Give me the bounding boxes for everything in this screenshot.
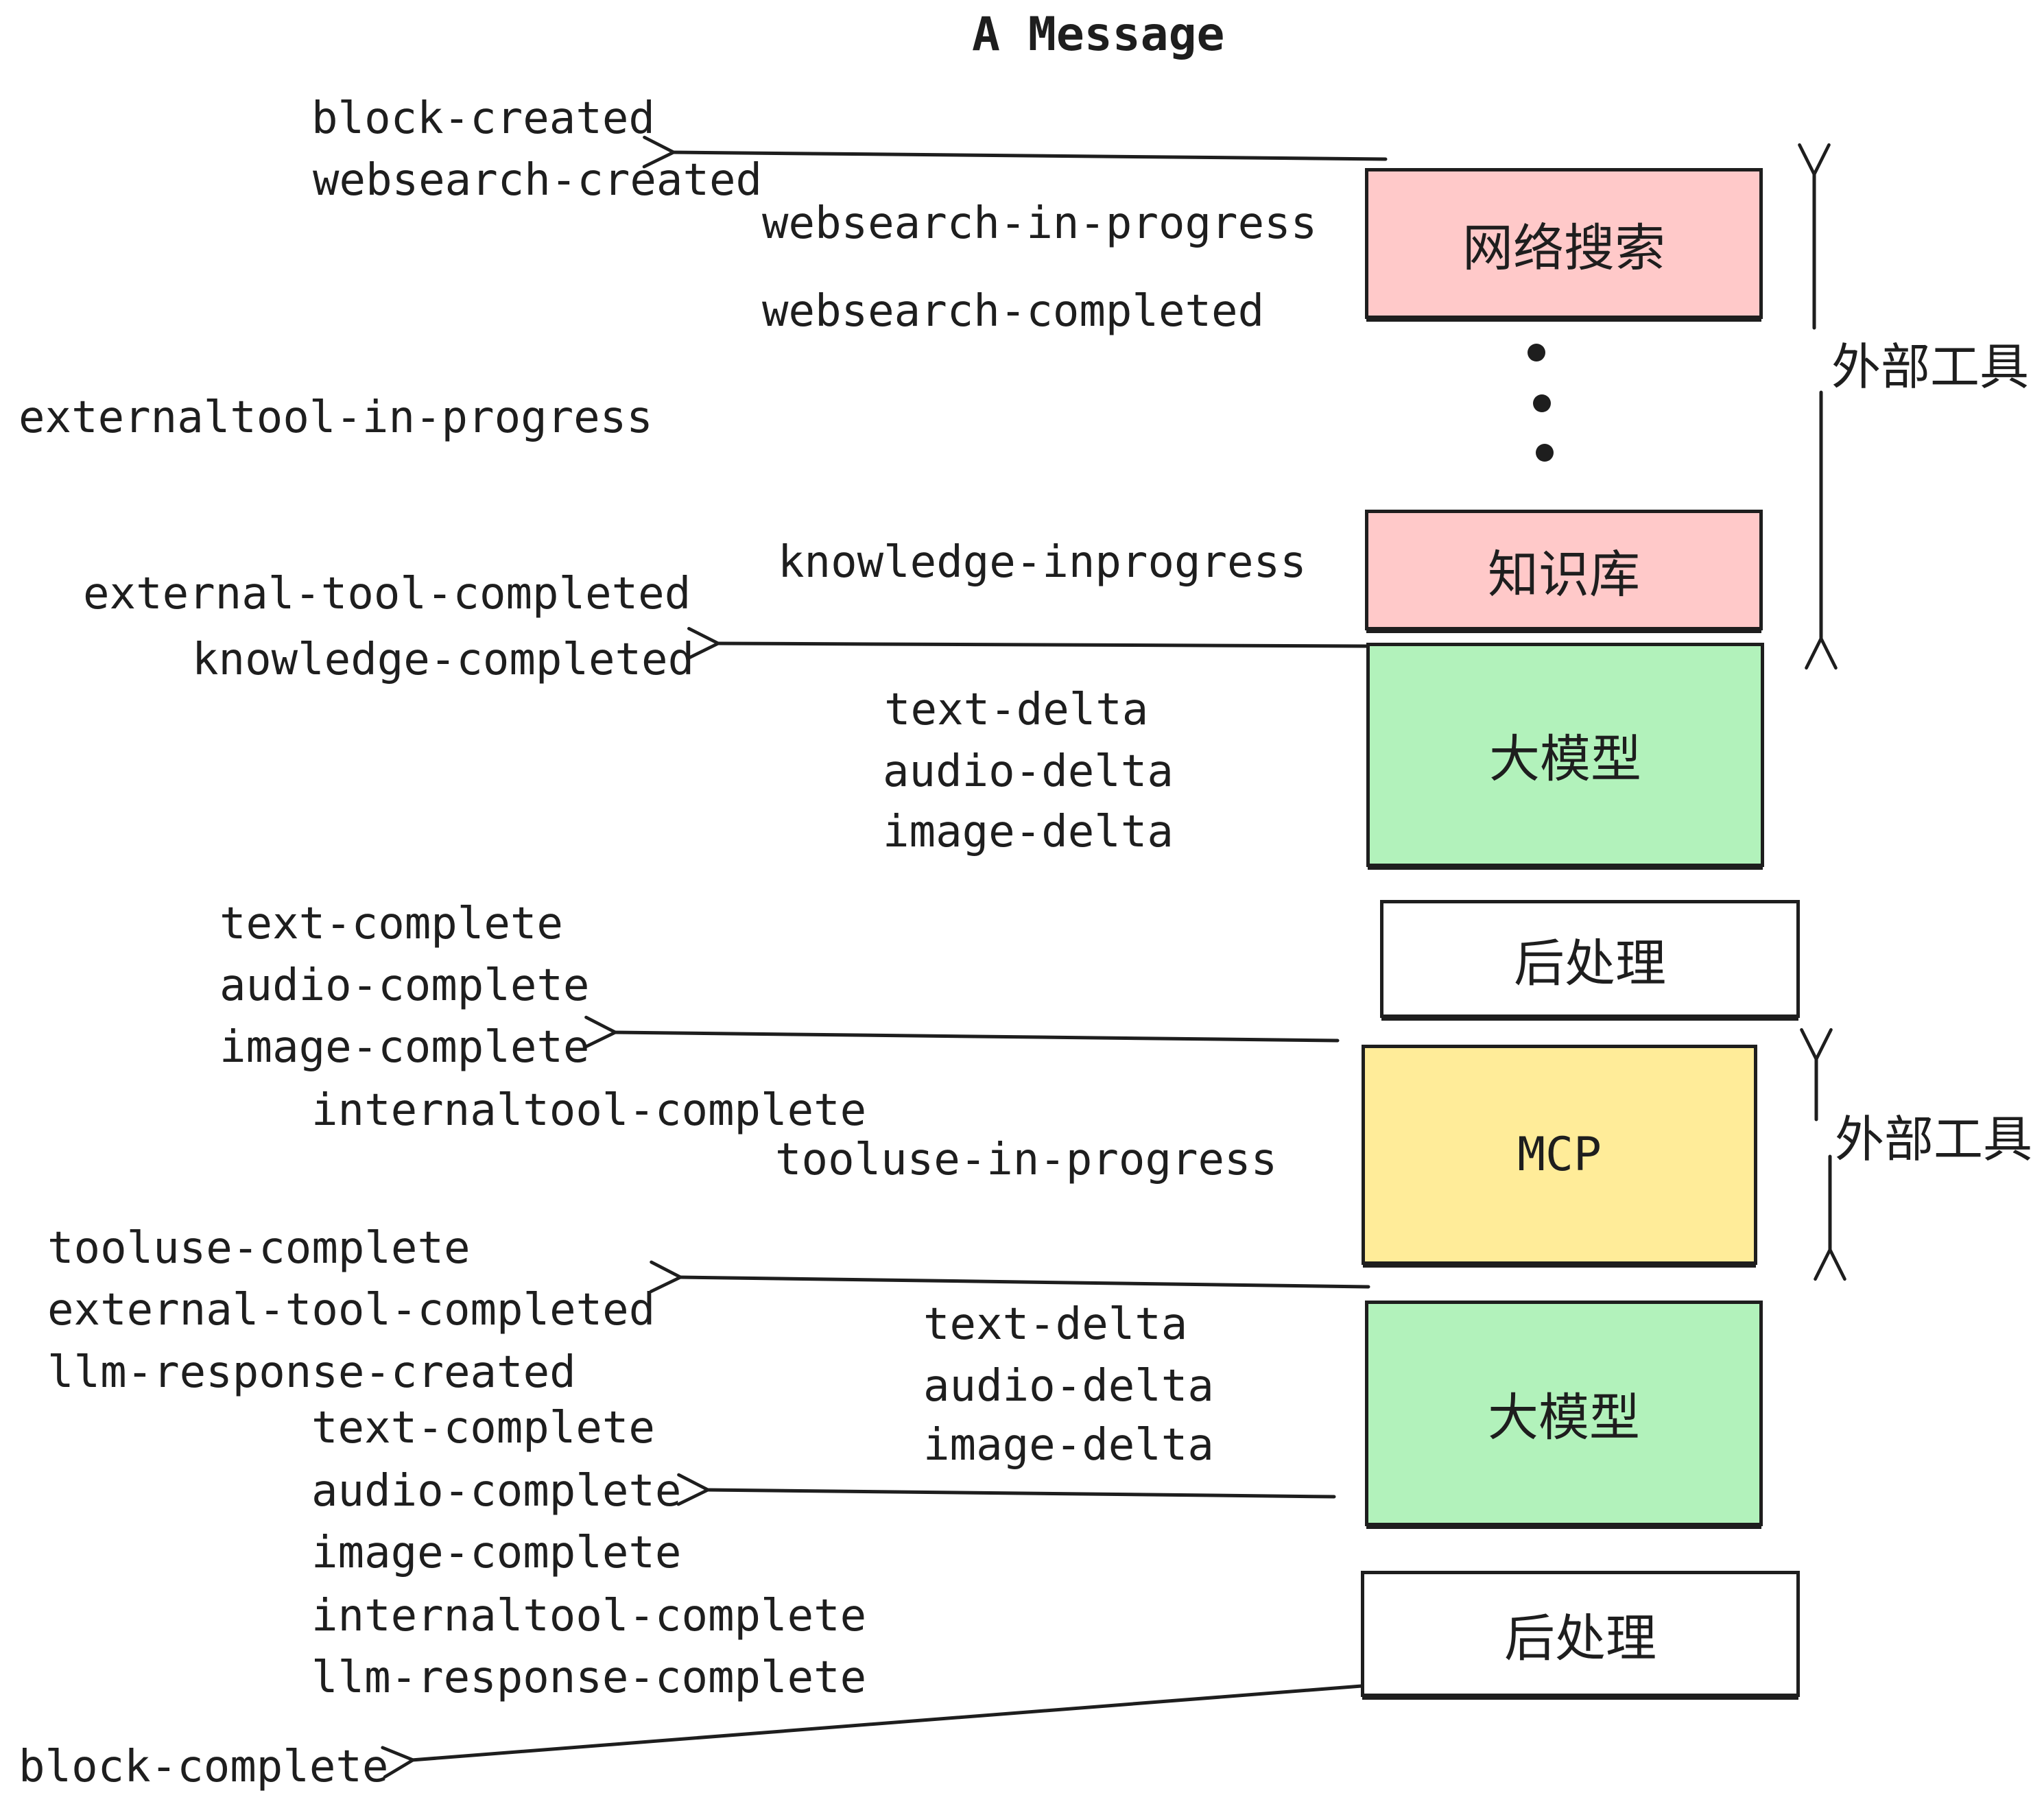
ellipsis-dots: [1528, 344, 1554, 462]
event-label-websearch-created: websearch-created: [313, 155, 763, 206]
event-label-audio-delta-1: audio-delta: [883, 746, 1174, 797]
event-label-knowledge-completed: knowledge-completed: [192, 634, 695, 685]
event-label-tooluse-in-progress: tooluse-in-progress: [775, 1135, 1278, 1185]
node-postprocess-1-label: 后处理: [1514, 934, 1666, 993]
event-label-websearch-completed: websearch-completed: [762, 286, 1265, 337]
event-label-internaltool-complete-1: internaltool-complete: [311, 1085, 867, 1136]
arrow-knowledge-to-completed: [687, 627, 1370, 660]
event-label-external-tool-completed: external-tool-completed: [83, 569, 691, 619]
event-label-image-complete-2: image-complete: [311, 1528, 682, 1578]
event-label-text-delta-2: text-delta: [923, 1299, 1188, 1350]
event-label-websearch-in-progress: websearch-in-progress: [762, 198, 1318, 249]
node-postprocess-1: 后处理: [1380, 900, 1800, 1018]
node-llm-1-label: 大模型: [1489, 730, 1641, 789]
node-mcp: MCP: [1362, 1045, 1757, 1265]
node-mcp-label: MCP: [1517, 1128, 1602, 1182]
event-label-audio-complete-2: audio-complete: [311, 1466, 682, 1517]
event-label-externaltool-in-progress: externaltool-in-progress: [19, 392, 653, 443]
node-websearch-label: 网络搜索: [1462, 218, 1665, 278]
node-knowledge-label: 知识库: [1488, 545, 1640, 604]
node-knowledge: 知识库: [1365, 510, 1763, 630]
event-label-internaltool-complete-2: internaltool-complete: [311, 1591, 867, 1641]
arrow-mcp-to-tooluse-complete: [649, 1260, 1370, 1294]
arrow-llm1-to-complete: [584, 1015, 1340, 1049]
event-label-block-complete: block-complete: [19, 1742, 389, 1792]
node-postprocess-2-label: 后处理: [1504, 1609, 1656, 1668]
event-label-audio-delta-2: audio-delta: [923, 1361, 1214, 1412]
event-label-external-tool-completed-2: external-tool-completed: [47, 1285, 656, 1336]
event-label-image-delta-1: image-delta: [883, 807, 1174, 857]
event-label-llm-response-created: llm-response-created: [47, 1347, 576, 1398]
event-label-llm-response-complete: llm-response-complete: [311, 1652, 867, 1703]
event-label-text-delta-1: text-delta: [884, 685, 1149, 735]
node-websearch: 网络搜索: [1365, 168, 1763, 319]
event-label-tooluse-complete: tooluse-complete: [47, 1223, 471, 1274]
event-label-text-complete-2: text-complete: [311, 1403, 655, 1453]
event-label-image-complete-1: image-complete: [219, 1022, 590, 1073]
arrow-websearch-to-created: [642, 135, 1388, 169]
page-title: A Message: [972, 8, 1225, 62]
node-llm-2: 大模型: [1365, 1301, 1763, 1526]
external-tools-annotation-2: 外部工具: [1835, 1111, 2033, 1168]
node-llm-1: 大模型: [1366, 643, 1764, 867]
node-postprocess-2: 后处理: [1361, 1571, 1800, 1697]
event-label-block-created: block-created: [311, 93, 655, 144]
node-llm-2-label: 大模型: [1488, 1388, 1640, 1447]
event-label-text-complete-1: text-complete: [219, 899, 563, 949]
event-label-image-delta-2: image-delta: [923, 1420, 1214, 1471]
arrow-post2-to-block-complete: [381, 1684, 1364, 1779]
external-tools-annotation-1: 外部工具: [1831, 338, 2030, 396]
arrow-llm2-to-complete: [676, 1473, 1336, 1506]
event-label-audio-complete-1: audio-complete: [219, 960, 590, 1011]
event-label-knowledge-inprogress: knowledge-inprogress: [778, 537, 1307, 588]
